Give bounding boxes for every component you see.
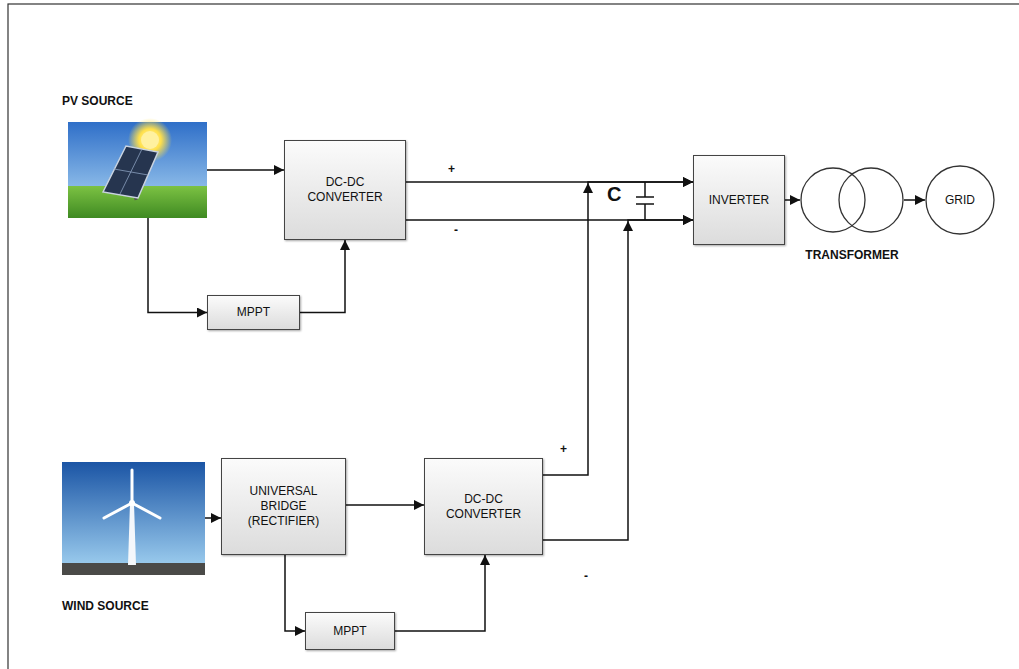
capacitor-label: C — [607, 184, 621, 204]
polarity-sign: - — [452, 224, 460, 236]
page-border — [8, 4, 1019, 669]
mppt-box: MPPT — [305, 612, 395, 650]
converter-box: DC-DC CONVERTER — [284, 140, 406, 240]
box-label: DC-DC CONVERTER — [431, 492, 536, 522]
box-label: DC-DC CONVERTER — [291, 175, 399, 205]
connector-arrow — [207, 169, 284, 171]
polarity-sign: + — [446, 163, 457, 175]
connector-arrow — [148, 218, 207, 313]
connector-arrow — [395, 555, 485, 631]
inverter-box: INVERTER — [693, 155, 785, 245]
primary-coil — [801, 168, 865, 232]
junction-arrowheads — [583, 183, 633, 231]
polarity-sign: + — [558, 443, 569, 455]
source-label: PV SOURCE — [62, 94, 133, 109]
mppt-box: MPPT — [207, 295, 300, 330]
connector-arrow — [205, 517, 221, 519]
connector-arrow — [285, 555, 305, 631]
connector-arrow — [785, 199, 800, 201]
connector-arrow — [543, 182, 693, 475]
connector-arrow — [346, 504, 424, 506]
pv-panel-picture — [68, 118, 207, 218]
grid-circle: GRID — [925, 165, 995, 235]
box-label: GRID — [945, 193, 975, 208]
secondary-coil — [839, 168, 903, 232]
transformer-coils — [800, 166, 904, 234]
box-label: MPPT — [333, 624, 366, 639]
transformer-label: TRANSFORMER — [805, 248, 898, 263]
rectifier-box: UNIVERSAL BRIDGE (RECTIFIER) — [221, 458, 346, 555]
connector-arrow — [904, 199, 925, 201]
connector-arrow — [543, 220, 693, 540]
box-label: INVERTER — [709, 193, 769, 208]
source-label: WIND SOURCE — [62, 599, 149, 614]
converter-box: DC-DC CONVERTER — [424, 458, 543, 555]
transformer-symbol: TRANSFORMER — [800, 166, 904, 234]
wind-turbine-picture — [62, 462, 205, 575]
polarity-sign: - — [582, 570, 590, 582]
wind-source: WIND SOURCE — [62, 462, 205, 575]
connector-arrow — [300, 240, 345, 313]
grid-outline — [926, 166, 994, 234]
box-label: UNIVERSAL BRIDGE (RECTIFIER) — [228, 484, 339, 529]
pv-source: PV SOURCE — [68, 122, 207, 218]
box-label: MPPT — [237, 305, 270, 320]
capacitor-symbol — [636, 182, 654, 220]
